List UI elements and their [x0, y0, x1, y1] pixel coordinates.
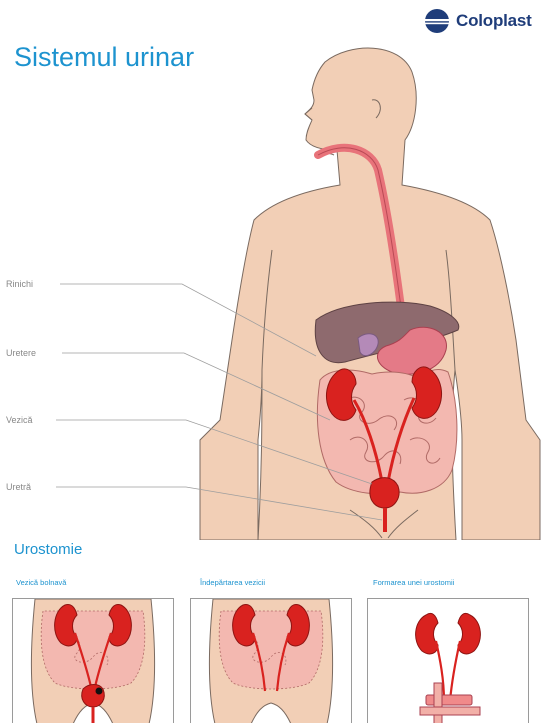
label-ureters: Uretere: [6, 348, 36, 358]
urinary-system-figure: [0, 0, 558, 540]
panel-label-bladder-removal: Îndepărtarea vezicii: [200, 578, 265, 587]
panel-bladder-removal: [190, 598, 352, 723]
panel-diseased-bladder: [12, 598, 174, 723]
diseased-bladder-illustration: [13, 599, 173, 723]
panel-urostomy-formation: [367, 598, 529, 723]
label-kidneys: Rinichi: [6, 279, 33, 289]
tumor-marker: [96, 688, 103, 695]
bladder: [370, 478, 399, 508]
urostomy-formation-illustration: [368, 599, 528, 723]
panel-label-urostomy-formation: Formarea unei urostomii: [373, 578, 454, 587]
section-title: Urostomie: [14, 541, 82, 558]
ileal-conduit: [426, 695, 472, 705]
label-bladder: Vezică: [6, 415, 33, 425]
panel-label-diseased-bladder: Vezică bolnavă: [16, 578, 66, 587]
bladder-removal-illustration: [191, 599, 351, 723]
label-urethra: Uretră: [6, 482, 31, 492]
stoma-segment: [434, 683, 442, 723]
